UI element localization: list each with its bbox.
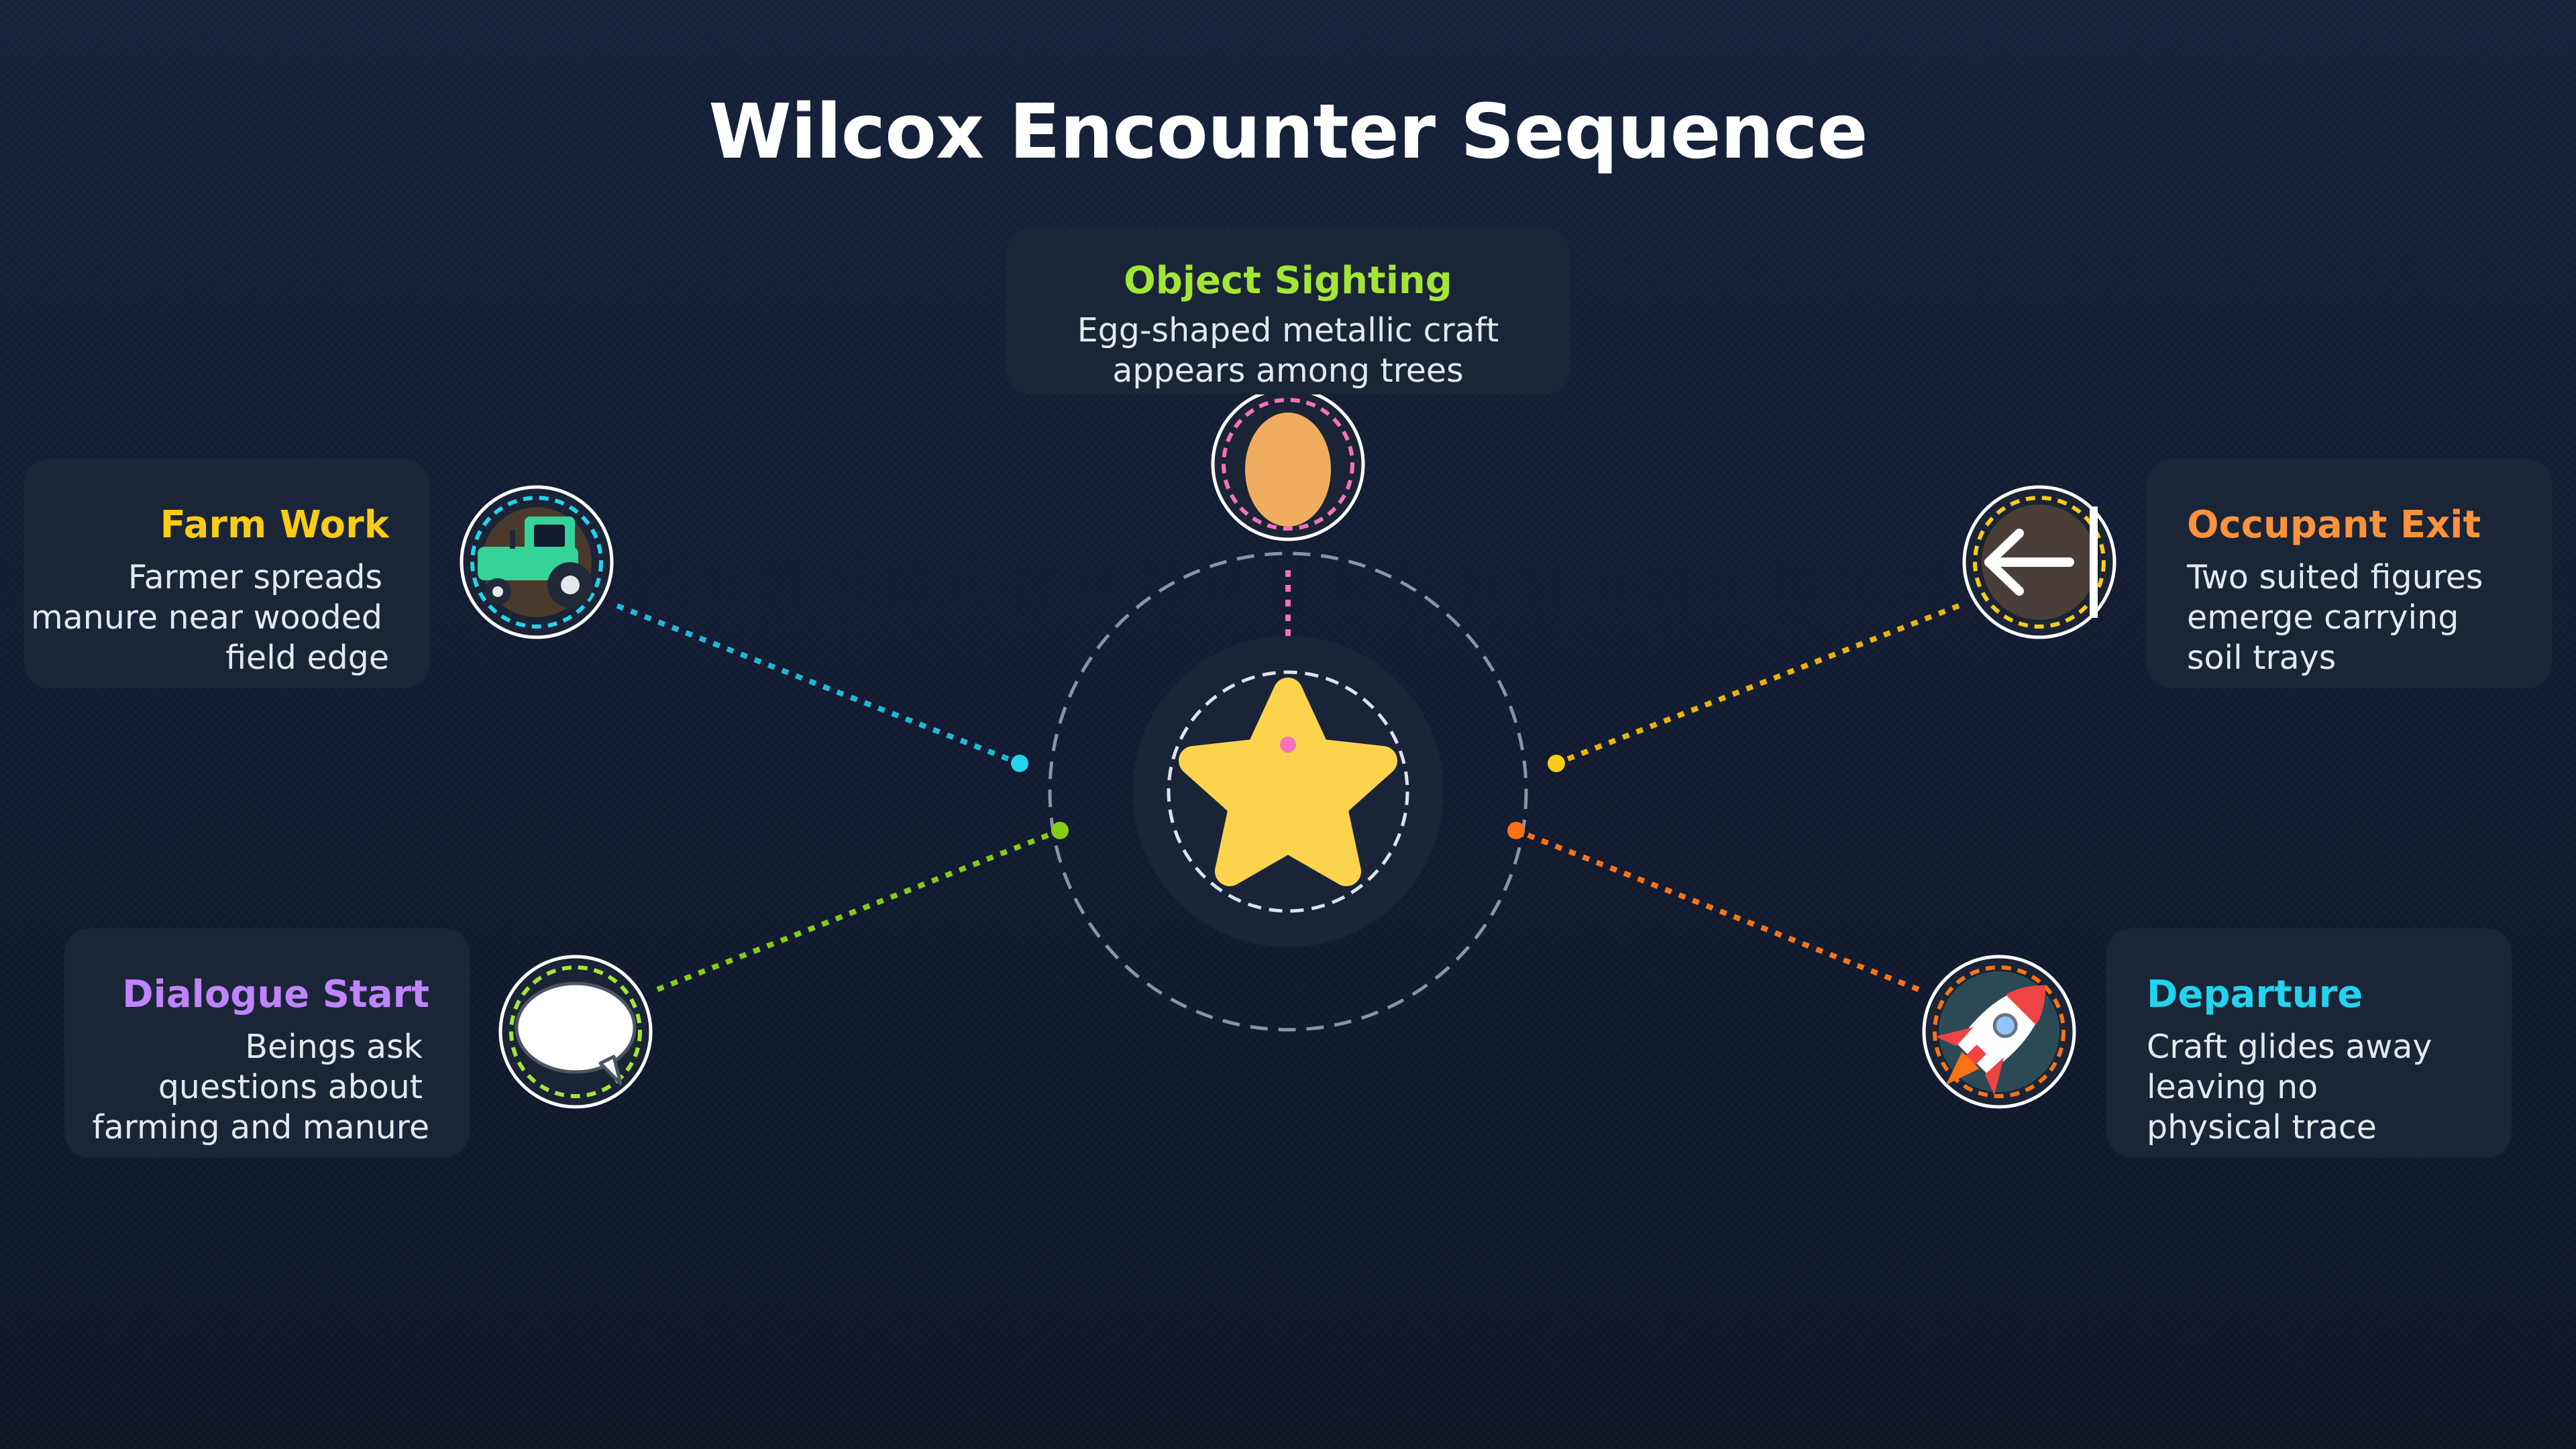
page-title: Wilcox Encounter Sequence	[708, 89, 1868, 176]
connector-occupant-exit	[1555, 603, 1960, 766]
card-line-occupant-exit-3: soil trays	[2187, 639, 2337, 677]
central-hub	[1011, 551, 1565, 1032]
egg-icon	[1245, 413, 1331, 527]
card-line-farm-work-3: field edge	[225, 639, 389, 677]
card-departure: Departure Craft glides away leaving no p…	[2106, 928, 2512, 1158]
hub-dot-farm-work	[1011, 755, 1028, 772]
card-line-dialogue-start-3: farming and manure	[92, 1108, 430, 1146]
card-title-dialogue-start: Dialogue Start	[122, 973, 429, 1016]
card-line-farm-work-1: Farmer spreads	[127, 558, 382, 596]
connectors	[616, 570, 1960, 992]
node-farm-work	[460, 485, 614, 639]
star-icon	[1179, 678, 1397, 886]
card-title-departure: Departure	[2147, 973, 2363, 1016]
card-farm-work: Farm Work Farmer spreads manure near woo…	[24, 459, 429, 688]
card-line-departure-2: leaving no	[2147, 1068, 2318, 1106]
hub-dot-departure	[1507, 822, 1525, 839]
card-line-object-sighting-1: Egg-shaped metallic craft	[1077, 311, 1499, 350]
card-line-occupant-exit-2: emerge carrying	[2187, 598, 2459, 637]
node-departure	[1922, 955, 2076, 1109]
outer-orbit-ring	[1048, 551, 1528, 1032]
card-line-occupant-exit-1: Two suited figures	[2187, 558, 2483, 596]
card-object-sighting: Object Sighting Egg-shaped metallic craf…	[1006, 228, 1570, 394]
connector-dialogue-start	[656, 828, 1061, 992]
card-title-occupant-exit: Occupant Exit	[2187, 503, 2481, 547]
card-line-departure-1: Craft glides away	[2147, 1028, 2432, 1066]
card-line-departure-3: physical trace	[2147, 1108, 2377, 1146]
connector-departure	[1515, 828, 1920, 992]
node-dialogue-start	[498, 955, 653, 1109]
card-dialogue-start: Dialogue Start Beings ask questions abou…	[64, 928, 470, 1158]
card-occupant-exit: Occupant Exit Two suited figures emerge …	[2147, 459, 2552, 688]
node-occupant-exit	[1962, 485, 2116, 639]
connector-farm-work	[616, 603, 1021, 766]
node-object-sighting	[1211, 387, 1365, 541]
card-title-object-sighting: Object Sighting	[1124, 259, 1452, 303]
speech-bubble-icon	[515, 981, 637, 1085]
hub-dot-top	[1280, 737, 1296, 753]
card-line-object-sighting-2: appears among trees	[1112, 352, 1464, 390]
card-line-dialogue-start-1: Beings ask	[245, 1028, 423, 1066]
card-line-farm-work-2: manure near wooded	[31, 598, 382, 637]
exit-arrow-icon	[1984, 506, 2098, 618]
inner-orbit-ring	[1167, 670, 1409, 913]
card-title-farm-work: Farm Work	[160, 503, 389, 547]
hub-dot-occupant-exit	[1548, 755, 1565, 772]
tractor-icon	[478, 517, 593, 608]
card-line-dialogue-start-2: questions about	[158, 1068, 423, 1106]
hub-dot-dialogue-start	[1051, 822, 1069, 839]
rocket-icon	[1935, 985, 2046, 1095]
